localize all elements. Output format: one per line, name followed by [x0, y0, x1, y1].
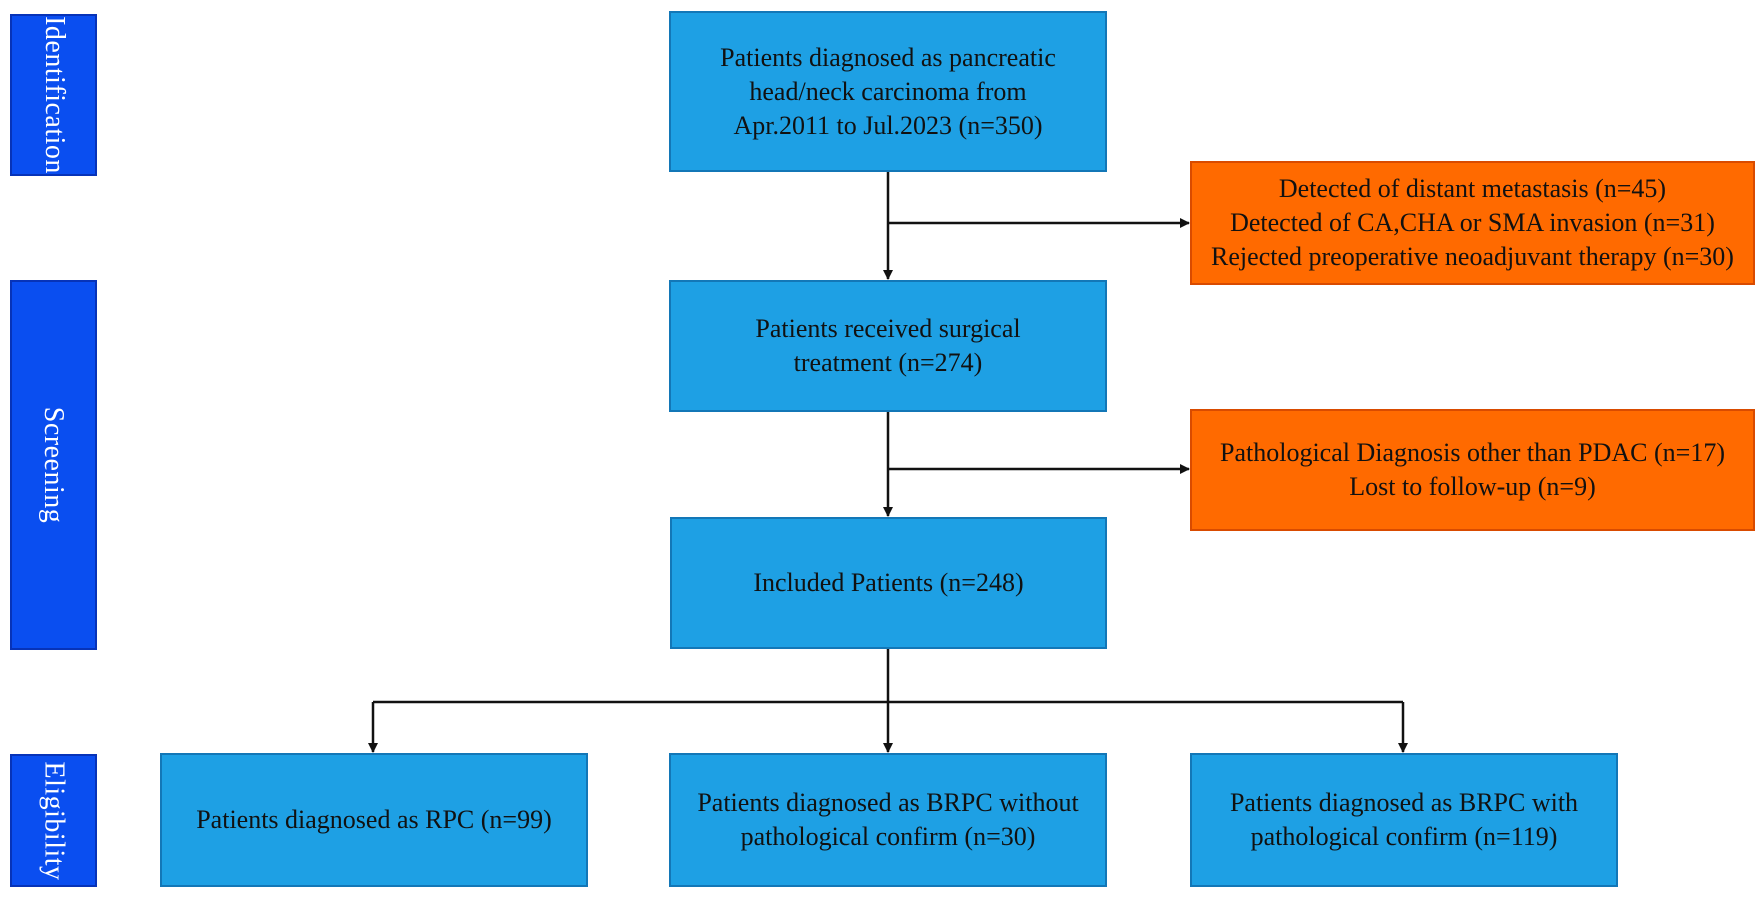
included-box: Included Patients (n=248)	[670, 517, 1107, 649]
diagnosed-line: Patients diagnosed as pancreatic	[720, 42, 1056, 72]
stage-eligibility-label: Eligibility	[38, 760, 70, 881]
stage-screening: Screening	[10, 280, 97, 650]
surgical-line: treatment (n=274)	[793, 348, 983, 377]
exclusion-box-second: Pathological Diagnosis other than PDAC (…	[1190, 409, 1755, 531]
brpc-with-box: Patients diagnosed as BRPC with patholog…	[1190, 753, 1618, 887]
surgical-box: Patients received surgical treatment (n=…	[669, 280, 1107, 412]
stage-identification: Identification	[10, 14, 97, 176]
diagnosed-line: head/neck carcinoma from	[749, 76, 1027, 106]
exclusion-second-line: Lost to follow-up (n=9)	[1349, 472, 1596, 501]
brpc-without-box: Patients diagnosed as BRPC without patho…	[669, 753, 1107, 887]
exclusion-first-line: Rejected preoperative neoadjuvant therap…	[1211, 242, 1734, 271]
stage-screening-label: Screening	[38, 406, 70, 524]
included-line: Included Patients (n=248)	[753, 568, 1024, 597]
diagnosed-box: Patients diagnosed as pancreatic head/ne…	[669, 11, 1107, 172]
exclusion-box-first: Detected of distant metastasis (n=45) De…	[1190, 161, 1755, 285]
rpc-line: Patients diagnosed as RPC (n=99)	[196, 805, 552, 834]
brpc-without-line: pathological confirm (n=30)	[740, 822, 1036, 851]
exclusion-first-line: Detected of distant metastasis (n=45)	[1278, 174, 1667, 203]
brpc-without-line: Patients diagnosed as BRPC without	[697, 788, 1079, 817]
stage-eligibility: Eligibility	[10, 754, 97, 887]
rpc-box: Patients diagnosed as RPC (n=99)	[160, 753, 588, 887]
exclusion-second-line: Pathological Diagnosis other than PDAC (…	[1220, 438, 1725, 467]
brpc-with-line: pathological confirm (n=119)	[1250, 822, 1558, 851]
stage-identification-label: Identification	[38, 16, 70, 174]
brpc-with-line: Patients diagnosed as BRPC with	[1229, 788, 1579, 817]
exclusion-first-line: Detected of CA,CHA or SMA invasion (n=31…	[1230, 208, 1715, 237]
diagnosed-line: Apr.2011 to Jul.2023 (n=350)	[733, 110, 1043, 140]
surgical-line: Patients received surgical	[755, 314, 1021, 343]
